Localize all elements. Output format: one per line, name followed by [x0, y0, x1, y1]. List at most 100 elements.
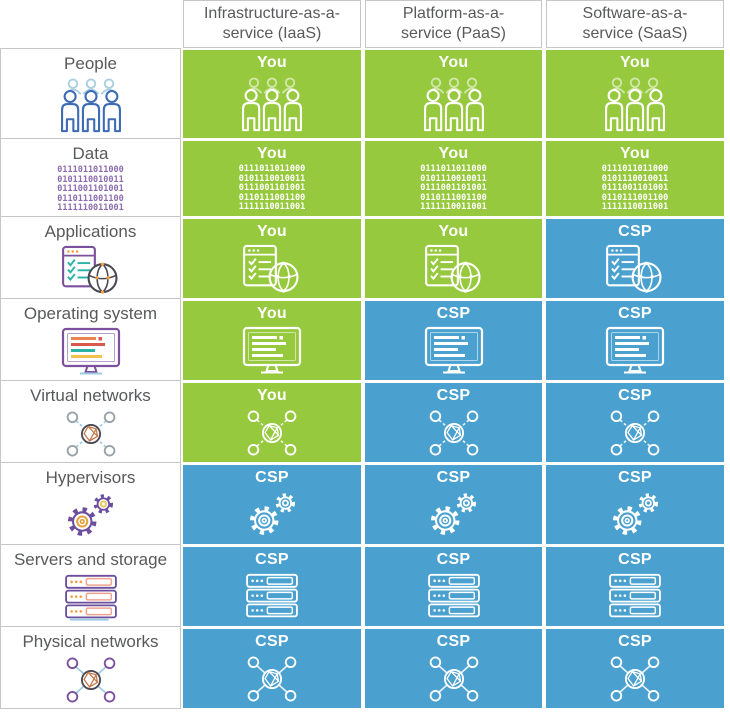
virtual-network-icon: [243, 405, 301, 462]
owner-label: You: [438, 222, 469, 240]
gears-icon: [244, 487, 301, 544]
binary-line: 0111011011000: [601, 164, 669, 175]
owner-label: You: [438, 144, 469, 162]
binary-line: 0101110010011: [420, 173, 487, 184]
row-label-applications: Applications: [0, 217, 181, 299]
owner-label: CSP: [255, 468, 289, 486]
owner-label: CSP: [436, 550, 471, 568]
cell-hypervisors-saas: CSP: [546, 464, 724, 544]
operating-system-icon: [604, 323, 666, 380]
binary-line: 0101110010011: [238, 173, 306, 184]
column-header-label: Software-as-a- service (SaaS): [582, 5, 688, 42]
binary-line: 0101110010011: [601, 173, 669, 184]
cell-hypervisors-iaas: CSP: [183, 464, 361, 544]
applications-icon: [605, 241, 665, 298]
binary-line: 0111001101001: [238, 183, 306, 194]
physical-network-icon: [62, 652, 120, 708]
cell-physical-networks-iaas: CSP: [183, 628, 361, 708]
row-label-virtual-networks: Virtual networks: [0, 381, 181, 463]
cell-servers-storage-iaas: CSP: [183, 546, 361, 626]
cell-operating-system-saas: CSP: [546, 300, 724, 380]
server-stack-icon: [425, 569, 483, 626]
owner-label: You: [620, 144, 650, 162]
column-header-iaas: Infrastructure-as-a- service (IaaS): [183, 0, 361, 48]
applications-icon: [424, 241, 484, 298]
binary-line: 1111110011001: [601, 202, 669, 213]
owner-label: CSP: [436, 304, 471, 322]
owner-label: CSP: [618, 550, 652, 568]
binary-line: 0101110010011: [57, 174, 124, 185]
physical-network-icon: [243, 651, 301, 708]
cell-applications-iaas: You: [183, 218, 361, 298]
binary-line: 1111110011001: [238, 202, 306, 213]
row-title: Servers and storage: [13, 550, 168, 569]
owner-label: You: [257, 53, 287, 71]
physical-network-icon: [425, 651, 483, 708]
operating-system-icon: [60, 324, 122, 380]
cell-operating-system-paas: CSP: [365, 300, 542, 380]
cell-virtual-networks-saas: CSP: [546, 382, 724, 462]
row-label-hypervisors: Hypervisors: [0, 463, 181, 545]
owner-label: CSP: [618, 386, 652, 404]
applications-icon: [242, 241, 302, 298]
server-stack-icon: [606, 569, 664, 626]
row-label-physical-networks: Physical networks: [0, 627, 181, 709]
binary-line: 1111110011001: [420, 202, 487, 213]
owner-label: CSP: [436, 386, 471, 404]
row-title: People: [64, 54, 117, 73]
cell-operating-system-iaas: You: [183, 300, 361, 380]
cell-virtual-networks-iaas: You: [183, 382, 361, 462]
cell-people-saas: You: [546, 49, 724, 138]
gears-icon: [607, 487, 664, 544]
binary-line: 0110111001100: [238, 192, 306, 203]
cell-virtual-networks-paas: CSP: [365, 382, 542, 462]
cell-people-iaas: You: [183, 49, 361, 138]
cell-applications-paas: You: [365, 218, 542, 298]
applications-icon: [61, 242, 121, 298]
virtual-network-icon: [606, 405, 664, 462]
people-icon: [54, 74, 128, 138]
cell-physical-networks-saas: CSP: [546, 628, 724, 708]
owner-label: You: [620, 53, 650, 71]
column-header-label: Infrastructure-as-a- service (IaaS): [203, 5, 341, 42]
owner-label: CSP: [618, 304, 652, 322]
owner-label: CSP: [255, 550, 289, 568]
owner-label: You: [257, 304, 287, 322]
row-title: Applications: [44, 222, 137, 241]
virtual-network-icon: [425, 405, 483, 462]
binary-line: 0111011011000: [57, 165, 124, 176]
gears-icon: [425, 487, 482, 544]
owner-label: CSP: [436, 632, 471, 650]
operating-system-icon: [423, 323, 485, 380]
server-stack-icon: [243, 569, 301, 626]
column-header-saas: Software-as-a- service (SaaS): [546, 0, 724, 48]
cell-hypervisors-paas: CSP: [365, 464, 542, 544]
row-title: Operating system: [23, 304, 158, 323]
cell-people-paas: You: [365, 49, 542, 138]
binary-line: 0111011011000: [238, 164, 306, 175]
operating-system-icon: [241, 323, 303, 380]
row-title: Virtual networks: [30, 386, 151, 405]
binary-line: 0111001101001: [57, 184, 124, 195]
owner-label: CSP: [255, 632, 289, 650]
cell-servers-storage-saas: CSP: [546, 546, 724, 626]
column-header-paas: Platform-as-a- service (PaaS): [365, 0, 542, 48]
people-icon: [235, 72, 309, 138]
server-stack-icon: [62, 570, 120, 626]
row-title: Physical networks: [22, 632, 159, 651]
people-icon: [417, 72, 491, 138]
cell-servers-storage-paas: CSP: [365, 546, 542, 626]
row-label-operating-system: Operating system: [0, 299, 181, 381]
binary-line: 0110111001100: [601, 192, 669, 203]
cell-physical-networks-paas: CSP: [365, 628, 542, 708]
